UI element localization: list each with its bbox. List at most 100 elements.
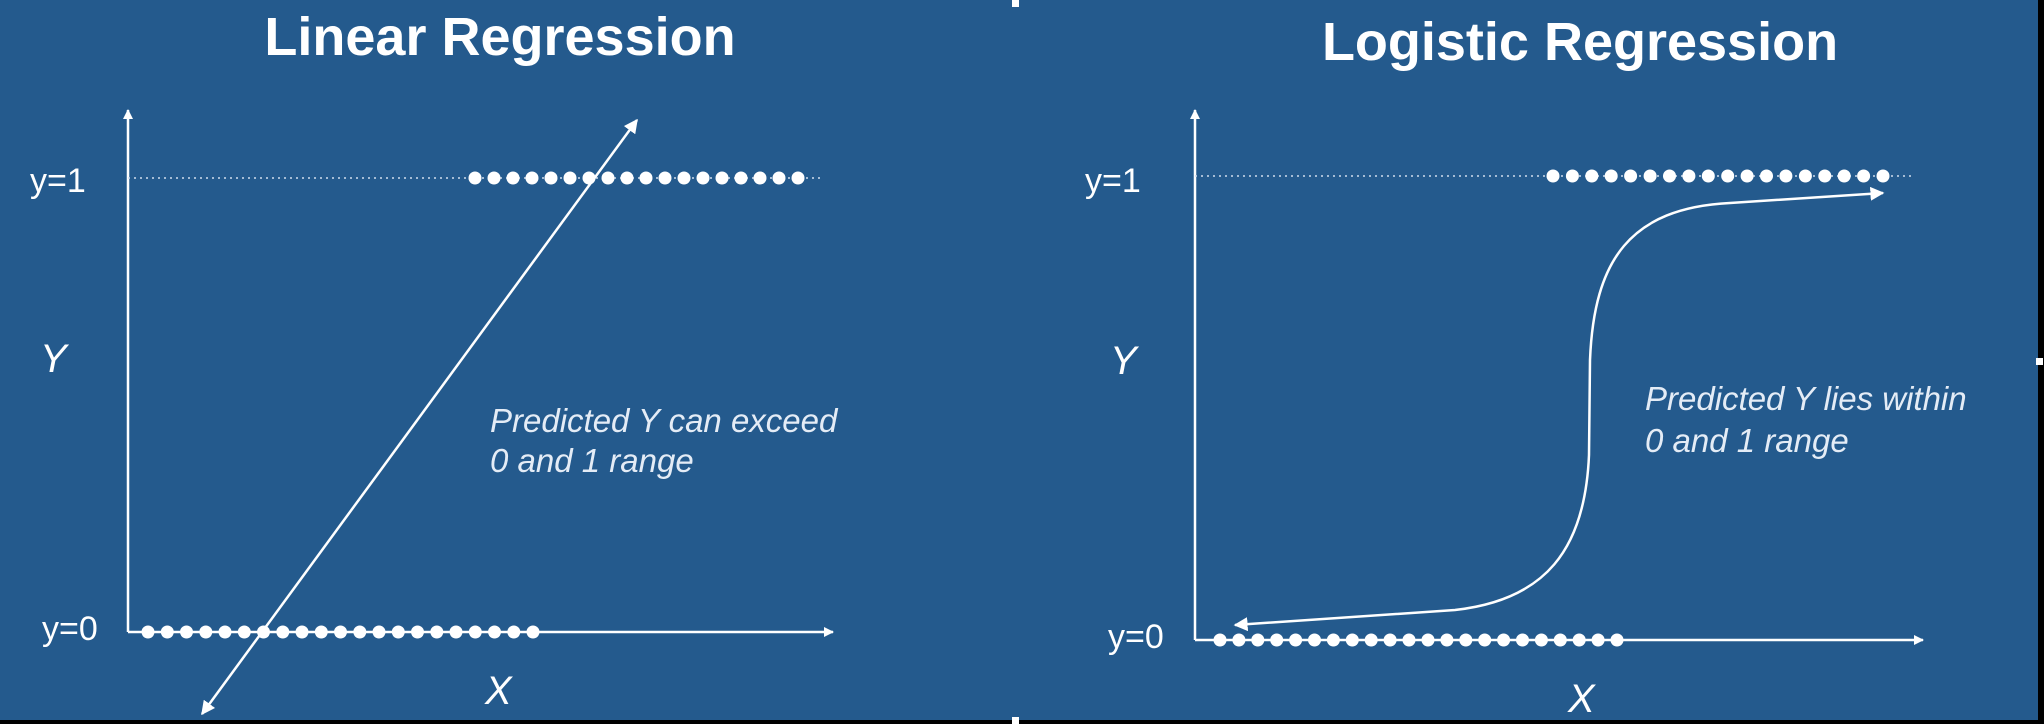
data-point [1232, 633, 1246, 647]
data-point [449, 625, 463, 639]
data-point [334, 625, 347, 639]
data-point [1604, 169, 1618, 183]
linear-fit-line [200, 118, 639, 716]
data-point [1610, 633, 1624, 647]
data-point [1779, 169, 1793, 183]
data-point [1534, 633, 1548, 647]
data-point [314, 625, 328, 639]
data-point [1402, 633, 1416, 647]
data-point [1591, 633, 1605, 647]
data-point [1478, 633, 1492, 647]
handle-top-center [1012, 0, 1019, 7]
data-point [468, 625, 482, 639]
data-point [1760, 169, 1773, 183]
data-point [1553, 633, 1567, 647]
data-point [1251, 633, 1265, 647]
data-point [525, 171, 539, 185]
right-dots-class-1 [1546, 169, 1890, 183]
data-point [1663, 169, 1676, 183]
data-point [372, 625, 386, 639]
data-point [601, 171, 615, 185]
data-point [468, 171, 482, 185]
data-point [620, 171, 634, 185]
data-point [276, 625, 290, 639]
data-point [141, 625, 155, 639]
data-point [734, 171, 748, 185]
right-x-axis-label: X [1567, 677, 1596, 721]
left-annotation-line-2: 0 and 1 range [490, 442, 694, 479]
logistic-regression-title: Logistic Regression [1322, 12, 1838, 72]
data-point [526, 625, 540, 639]
data-point [1213, 633, 1227, 647]
left-y-axis-label: Y [40, 337, 70, 381]
handle-right-center [2036, 358, 2043, 365]
left-tick-y1: y=1 [30, 162, 86, 200]
data-point [1516, 633, 1529, 647]
linear-regression-title: Linear Regression [264, 7, 735, 67]
left-x-axis-label: X [484, 669, 513, 713]
data-point [1459, 633, 1473, 647]
data-point [1624, 169, 1638, 183]
sigmoid-curve [1233, 186, 1885, 632]
data-point [295, 625, 309, 639]
data-point [1270, 633, 1284, 647]
data-point [1289, 633, 1303, 647]
right-y-axis-label: Y [1110, 339, 1140, 383]
data-point [696, 171, 710, 185]
right-dots-class-0 [1213, 633, 1624, 647]
data-point [411, 625, 424, 639]
data-point [1572, 633, 1586, 647]
data-point [639, 171, 653, 185]
data-point [1701, 169, 1715, 183]
logistic-regression-panel: Logistic Regression y=1 y=0 Y X Predicte… [1085, 12, 1967, 721]
data-point [488, 625, 501, 639]
data-point [1565, 169, 1579, 183]
data-point [791, 171, 805, 185]
data-point [1818, 169, 1832, 183]
data-point [180, 625, 193, 639]
data-point [1643, 169, 1657, 183]
data-point [1383, 633, 1397, 647]
data-point [1440, 633, 1454, 647]
data-point [563, 171, 577, 185]
data-point [1585, 169, 1599, 183]
data-point [715, 171, 729, 185]
data-point [1740, 169, 1754, 183]
left-annotation-line-1: Predicted Y can exceed [490, 402, 839, 439]
data-point [160, 625, 174, 639]
data-point [677, 171, 691, 185]
right-tick-y0: y=0 [1108, 618, 1164, 656]
left-tick-y0: y=0 [42, 610, 98, 648]
linear-regression-panel: Linear Regression y=1 y=0 Y X Predicted … [30, 7, 839, 716]
data-point [1421, 633, 1435, 647]
right-annotation-line-2: 0 and 1 range [1645, 422, 1849, 459]
data-point [218, 625, 232, 639]
data-point [1876, 169, 1890, 183]
data-point [1364, 633, 1378, 647]
right-tick-y1: y=1 [1085, 162, 1141, 200]
data-point [507, 625, 521, 639]
data-point [199, 625, 213, 639]
data-point [1546, 169, 1560, 183]
data-point [1497, 633, 1511, 647]
data-point [753, 171, 767, 185]
data-point [1682, 169, 1696, 183]
data-point [544, 171, 558, 185]
data-point [658, 171, 672, 185]
data-point [1798, 169, 1812, 183]
data-point [772, 171, 786, 185]
data-point [237, 625, 251, 639]
data-point [1326, 633, 1340, 647]
data-point [1837, 169, 1851, 183]
handle-bottom-center [1012, 717, 1019, 724]
data-point [506, 171, 520, 185]
data-point [391, 625, 405, 639]
data-point [1308, 633, 1321, 647]
data-point [1345, 633, 1359, 647]
right-annotation-line-1: Predicted Y lies within [1645, 380, 1967, 417]
data-point [1721, 169, 1735, 183]
data-point [353, 625, 367, 639]
